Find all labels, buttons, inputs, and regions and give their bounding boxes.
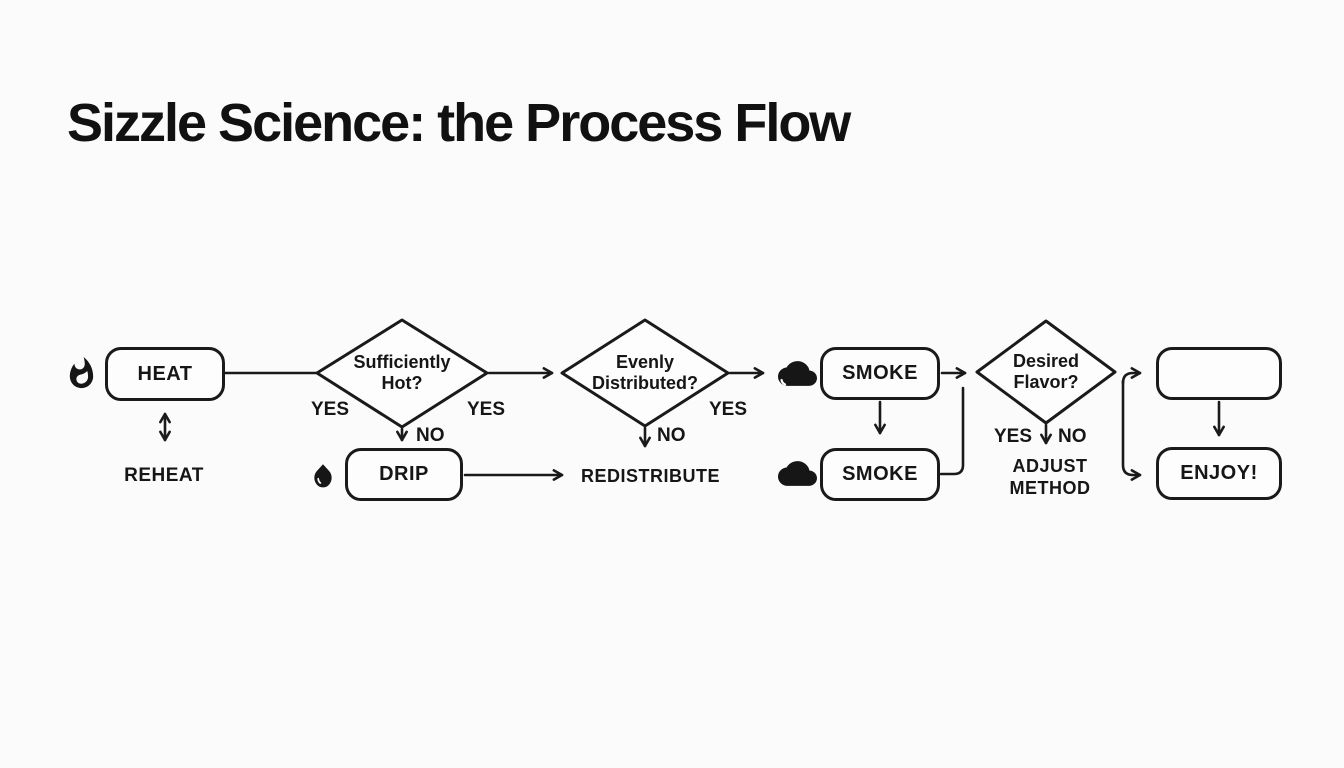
node-smoke-bottom-label: SMOKE bbox=[842, 463, 918, 485]
edge-branch-to-result bbox=[1121, 367, 1142, 385]
droplet-icon bbox=[310, 453, 336, 497]
node-smoke-top-label: SMOKE bbox=[842, 362, 918, 384]
edge-branch-to-enjoy bbox=[1121, 379, 1142, 481]
branch-hot-no: NO bbox=[416, 425, 445, 446]
node-smoke-top: SMOKE bbox=[820, 347, 940, 400]
branch-hot-yes-right: YES bbox=[466, 399, 506, 420]
branch-flavor-yes: YES bbox=[994, 426, 1033, 447]
node-result-blank bbox=[1156, 347, 1282, 400]
node-drip: DRIP bbox=[345, 448, 463, 501]
branch-distributed-yes: YES bbox=[708, 399, 748, 420]
branch-flavor-no: NO bbox=[1058, 426, 1087, 447]
decision-sufficiently-hot-label: Sufficiently Hot? bbox=[353, 352, 451, 393]
node-heat: HEAT bbox=[105, 347, 225, 401]
flame-icon bbox=[64, 351, 99, 396]
decision-desired-flavor-label: Desired Flavor? bbox=[1012, 351, 1080, 392]
edge-smoke-bottom-elbow bbox=[939, 386, 965, 476]
branch-hot-yes-left: YES bbox=[310, 399, 350, 420]
node-enjoy: ENJOY! bbox=[1156, 447, 1282, 500]
reheat-label: REHEAT bbox=[124, 465, 204, 486]
adjust-method-label: ADJUST METHOD bbox=[1009, 456, 1091, 498]
node-enjoy-label: ENJOY! bbox=[1180, 462, 1258, 484]
branch-distributed-no: NO bbox=[657, 425, 686, 446]
node-heat-label: HEAT bbox=[137, 362, 193, 385]
decision-evenly-distributed-label: Evenly Distributed? bbox=[592, 352, 698, 393]
cloud-icon bbox=[778, 358, 817, 389]
redistribute-label: REDISTRIBUTE bbox=[581, 466, 721, 486]
cloud-icon bbox=[778, 458, 817, 489]
node-drip-label: DRIP bbox=[379, 463, 429, 485]
page-title: Sizzle Science: the Process Flow bbox=[67, 93, 851, 153]
node-smoke-bottom: SMOKE bbox=[820, 448, 940, 501]
